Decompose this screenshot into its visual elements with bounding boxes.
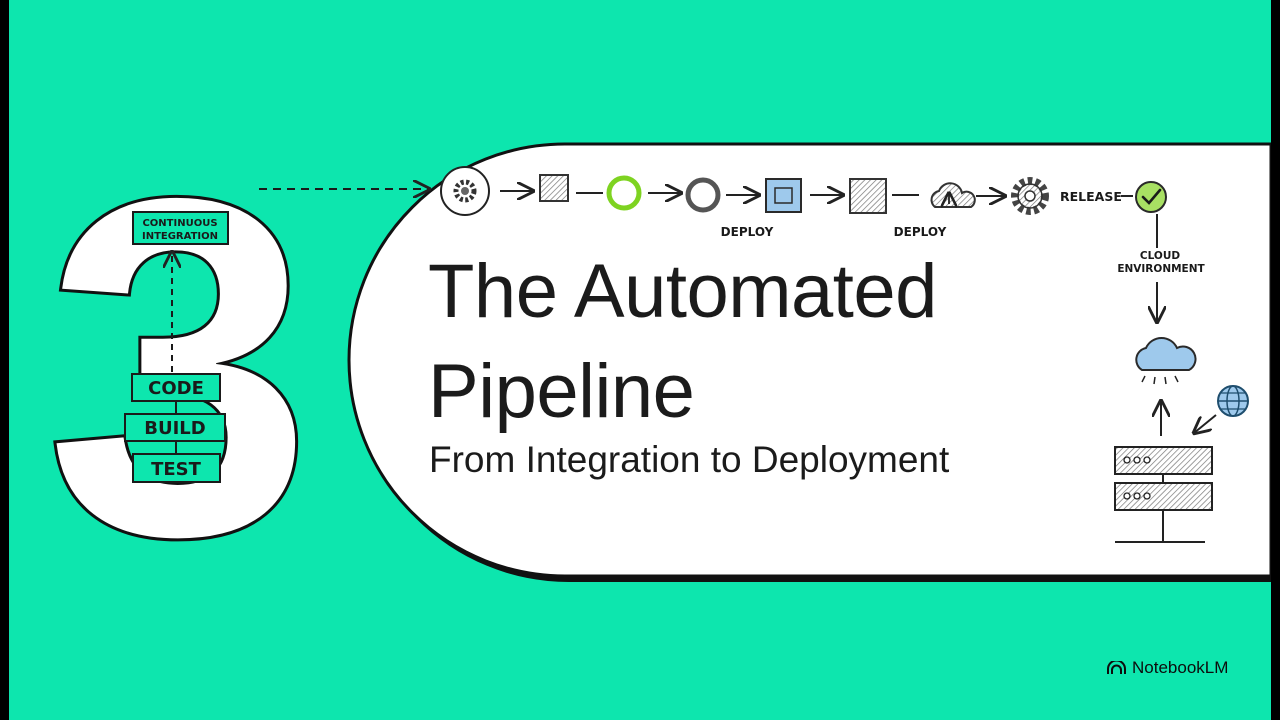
brand-name: NotebookLM bbox=[1132, 658, 1229, 677]
blue-square-inner bbox=[774, 187, 793, 204]
notebooklm-logo-icon bbox=[1107, 661, 1126, 674]
slide-artwork: 3 CONTINUOUS INTEGRATION CODE BUILD TEST bbox=[43, 95, 1271, 638]
ci-label-line-2: INTEGRATION bbox=[142, 231, 218, 242]
globe-icon bbox=[1217, 385, 1249, 417]
pipeline-square-icon bbox=[539, 174, 569, 202]
check-circle-icon bbox=[1135, 181, 1167, 213]
stack-test-label: TEST bbox=[151, 459, 202, 480]
stack-build-box bbox=[124, 413, 226, 442]
slide-title: The Automated Pipeline bbox=[428, 242, 937, 442]
slide-title-line-2: Pipeline bbox=[428, 349, 695, 434]
ci-label-line-1: CONTINUOUS bbox=[142, 218, 217, 229]
stack-code-label: CODE bbox=[148, 378, 204, 399]
gray-ring-icon bbox=[685, 177, 721, 213]
cloud-env-label-line-2: ENVIRONMENT bbox=[1117, 263, 1205, 275]
blue-square-icon bbox=[765, 178, 802, 213]
server-rack-icon bbox=[1114, 446, 1213, 543]
slide-title-line-1: The Automated bbox=[428, 249, 937, 334]
slide-subtitle: From Integration to Deployment bbox=[429, 439, 950, 480]
section-number: 3 bbox=[46, 98, 313, 635]
gear-icon bbox=[440, 166, 490, 216]
stack-build-label: BUILD bbox=[144, 418, 205, 439]
release-gear-icon bbox=[1011, 177, 1049, 215]
deploy-label-1: DEPLOY bbox=[721, 225, 774, 239]
release-label: RELEASE bbox=[1060, 189, 1122, 204]
brand-watermark: NotebookLM bbox=[1107, 658, 1228, 678]
slide: 3 CONTINUOUS INTEGRATION CODE BUILD TEST bbox=[9, 0, 1271, 720]
stack-test-box bbox=[132, 453, 221, 483]
cloud-icon bbox=[1135, 336, 1197, 385]
ci-box bbox=[132, 211, 229, 245]
deploy-label-2: DEPLOY bbox=[894, 225, 947, 239]
globe-arrow bbox=[1194, 414, 1217, 433]
cloud-env-label-line-1: CLOUD bbox=[1140, 250, 1180, 262]
green-ring-icon bbox=[606, 175, 642, 211]
pipeline-square-icon bbox=[849, 178, 887, 214]
cloud-upload-icon bbox=[930, 182, 976, 208]
